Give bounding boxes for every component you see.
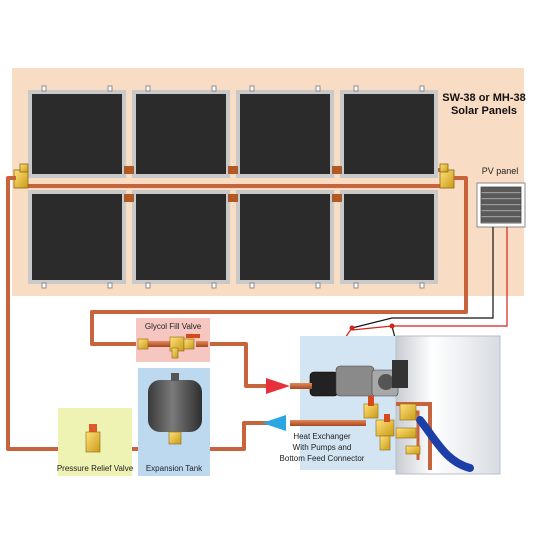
- heat-exchanger-label-line1: Heat Exchanger: [293, 432, 351, 441]
- solar-panel: [28, 190, 126, 284]
- cold-flow-arrow: [262, 415, 286, 431]
- panel-connectors: [124, 166, 342, 202]
- panel-title-line2: Solar Panels: [451, 105, 517, 117]
- solar-panel: [28, 90, 126, 178]
- solar-panel: [236, 190, 334, 284]
- pv-panel: [476, 182, 526, 228]
- solar-panel: [340, 190, 438, 284]
- brass-tee-right: [439, 163, 455, 189]
- glycol-valve-label: Glycol Fill Valve: [145, 322, 202, 331]
- solar-panels: [28, 90, 438, 284]
- solar-panel: [132, 190, 230, 284]
- panel-clips: [41, 85, 425, 289]
- pressure-relief-valve: [85, 424, 101, 453]
- relief-valve-label: Pressure Relief Valve: [57, 464, 134, 473]
- pv-panel-label: PV panel: [482, 166, 519, 176]
- solar-panel: [132, 90, 230, 178]
- hot-flow-arrow: [266, 378, 290, 394]
- solar-panel: [236, 90, 334, 178]
- expansion-tank: [148, 373, 202, 445]
- heat-exchanger-label-line3: Bottom Feed Connector: [280, 454, 365, 463]
- heat-exchanger-unit: [290, 323, 474, 472]
- heat-exchanger-label-line2: With Pumps and: [293, 443, 352, 452]
- glycol-fill-valve: [137, 334, 208, 359]
- expansion-tank-label: Expansion Tank: [146, 464, 203, 473]
- solar-panel: [340, 90, 438, 178]
- panel-title-line1: SW-38 or MH-38: [442, 92, 526, 104]
